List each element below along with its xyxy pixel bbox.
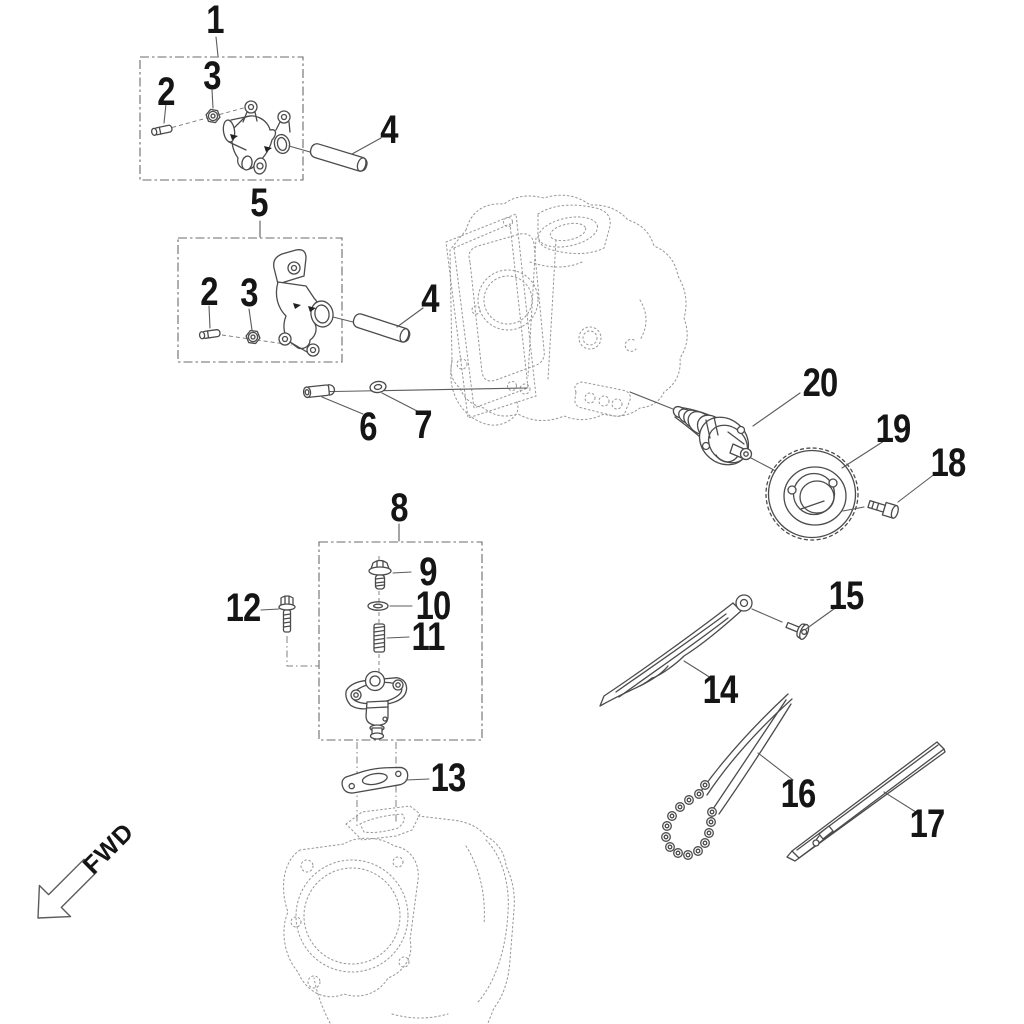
adjuster-nut-a [205, 108, 221, 124]
sprocket-bolt [867, 500, 899, 519]
callout-14: 14 [702, 668, 739, 712]
tensioner-gasket [341, 766, 409, 794]
dowel-pin [302, 384, 336, 399]
callout-20: 20 [802, 361, 839, 405]
adjuster-screw-b [198, 329, 221, 340]
callout-3b: 3 [240, 271, 258, 315]
callout-16: 16 [780, 772, 817, 816]
callout-11: 11 [411, 615, 445, 659]
callout-6: 6 [359, 405, 377, 449]
tensioner-gasket-group [341, 742, 430, 828]
callout-7: 7 [414, 403, 432, 447]
callout-3a: 3 [203, 54, 221, 98]
guide-pivot-bolt [751, 605, 839, 640]
callout-1: 1 [206, 0, 224, 42]
cylinder-head-reference [445, 194, 688, 426]
callout-4b: 4 [421, 277, 439, 321]
callout-10: 10 [415, 584, 452, 628]
callout-9: 9 [419, 550, 437, 594]
camshaft [629, 391, 801, 479]
cam-sprocket [765, 440, 885, 541]
sealing-washer [367, 601, 389, 611]
callout-19: 19 [875, 407, 912, 451]
callout-5: 5 [250, 181, 268, 225]
callout-17: 17 [909, 802, 946, 846]
adjuster-screw-a [150, 124, 173, 136]
adjuster-nut-b [245, 329, 261, 345]
chain-guide-strip [786, 741, 946, 862]
timing-chain [661, 693, 794, 860]
tensioner-cap-bolt [368, 559, 392, 590]
rocker-arm-a [222, 100, 291, 175]
callout-2a: 2 [157, 70, 175, 114]
rocker-shaft-a [309, 143, 368, 172]
callout-15: 15 [828, 574, 865, 618]
chain-links [661, 780, 717, 860]
cylinder-block-reference [283, 805, 515, 1024]
fwd-arrow [37, 858, 98, 919]
tensioner-spring [373, 623, 386, 653]
callout-12: 12 [225, 586, 262, 630]
group-box-8 [318, 523, 483, 741]
callout-18: 18 [930, 441, 967, 485]
tensioner-body [345, 670, 408, 740]
dowel-pin-washer-group [302, 380, 528, 415]
rocker-shaft-b [352, 313, 411, 343]
callout-13: 13 [430, 756, 467, 800]
washer [369, 380, 387, 394]
callout-4a: 4 [380, 108, 398, 152]
callout-2b: 2 [200, 270, 218, 314]
rocker-arm-b [273, 249, 334, 357]
flange-bolt-12 [260, 595, 319, 667]
chain-guide-arm [599, 594, 753, 707]
callout-8: 8 [390, 486, 408, 530]
group-box-1 [139, 36, 382, 181]
group-box-5 [177, 220, 424, 363]
